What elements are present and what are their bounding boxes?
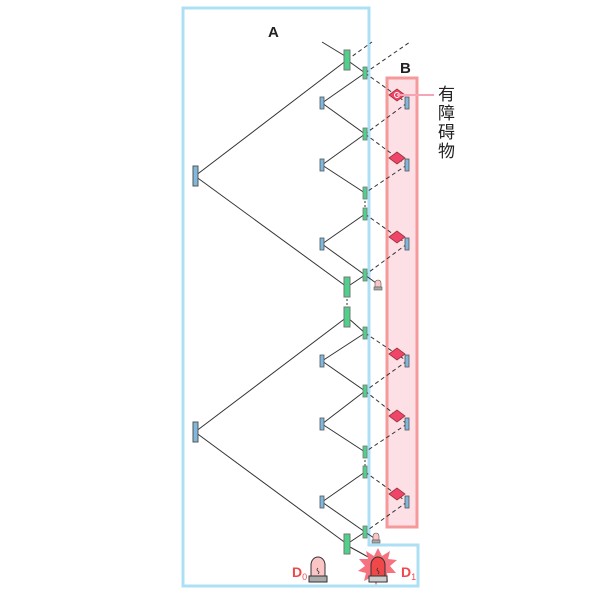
- beam-path: [321, 390, 366, 425]
- mirror: [404, 96, 410, 110]
- small-beam-splitter: [362, 465, 368, 479]
- small-beam-splitter: [362, 127, 368, 141]
- region-b-label: B: [400, 60, 411, 77]
- beam-splitter: [343, 533, 351, 555]
- beam-splitter: [343, 276, 351, 298]
- small-beam-splitter: [362, 268, 368, 282]
- obstacle-label-2: 障: [438, 104, 455, 124]
- small-detector-icon: [373, 279, 383, 291]
- small-detector-icon: [371, 532, 381, 544]
- mirror: [319, 417, 325, 431]
- beam-path: [194, 431, 348, 545]
- beam-path-dash: [364, 243, 408, 276]
- small-beam-splitter: [362, 326, 368, 340]
- obstacle-icon: [388, 487, 406, 501]
- obstacle-icon: [388, 347, 406, 361]
- beam-path: [321, 102, 366, 135]
- mirror: [319, 96, 325, 110]
- mirror: [404, 417, 410, 431]
- beam-path: [321, 213, 366, 245]
- beam-path: [194, 316, 348, 433]
- region-a-box: [181, 6, 420, 588]
- optical-components: [192, 49, 410, 555]
- obstacle-icon: [388, 230, 406, 244]
- mirror: [404, 158, 410, 172]
- detector-d0-label: D0: [292, 564, 307, 582]
- beam-path: [321, 41, 346, 57]
- mirror: [404, 495, 410, 509]
- beam-paths: [194, 41, 411, 559]
- beam-path-dash: [364, 360, 408, 392]
- obstacle-label-1: 有: [438, 85, 455, 105]
- beam-path: [321, 423, 366, 453]
- beam-path-dash: [364, 164, 408, 194]
- mirror: [319, 237, 325, 251]
- beam-path: [321, 243, 366, 276]
- small-beam-splitter: [362, 207, 368, 221]
- beam-path-dash: [364, 102, 408, 135]
- beam-path: [321, 332, 366, 362]
- detector-base: [371, 539, 381, 544]
- mirror: [319, 354, 325, 368]
- small-beam-splitter: [362, 525, 368, 539]
- region-a-label: A: [268, 24, 279, 41]
- mirror: [404, 354, 410, 368]
- beam-path: [194, 175, 348, 288]
- detector-bulb: [372, 532, 380, 541]
- beam-path-dash: [364, 501, 408, 533]
- small-beam-splitter: [362, 384, 368, 398]
- small-beam-splitter: [362, 186, 368, 200]
- mirror: [319, 495, 325, 509]
- beam-path-dash: [346, 41, 373, 61]
- small-beam-splitter: [362, 445, 368, 459]
- beam-path: [194, 59, 348, 177]
- detector-d1-label: D1: [401, 564, 416, 582]
- mirror: [192, 165, 199, 187]
- region-b-box: [385, 76, 419, 529]
- detector-bulb: [374, 279, 382, 288]
- detector-d0-icon: [308, 556, 328, 583]
- beam-path: [321, 360, 366, 392]
- beam-path-dash: [364, 423, 408, 453]
- obstacle-icon: [388, 151, 406, 165]
- mirror: [192, 421, 199, 443]
- mirror: [404, 237, 410, 251]
- beam-path: [321, 471, 366, 503]
- detector-d1-icon: [368, 556, 388, 583]
- mirror: [319, 158, 325, 172]
- obstacle-label-4: 物: [438, 142, 455, 162]
- beam-path: [321, 501, 366, 533]
- detector-base: [373, 286, 383, 291]
- beam-path: [321, 133, 366, 166]
- beam-path-dash: [364, 41, 411, 74]
- obstacle-icon: [388, 409, 406, 423]
- small-beam-splitter: [362, 66, 368, 80]
- obstacle-label-3: 碍: [438, 123, 455, 143]
- beam-path: [321, 72, 366, 104]
- beam-splitter: [343, 306, 351, 328]
- beam-path: [321, 164, 366, 194]
- beam-path: [349, 546, 371, 559]
- beam-splitter: [343, 49, 351, 71]
